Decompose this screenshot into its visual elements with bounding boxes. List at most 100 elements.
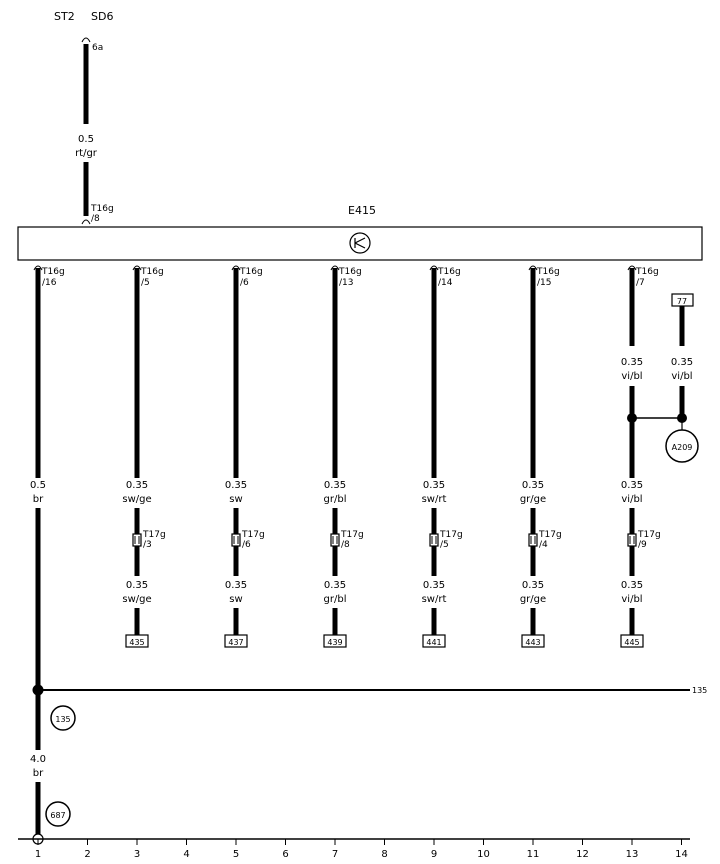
st-label: ST2 <box>54 10 75 23</box>
grid-number: 13 <box>626 849 639 860</box>
ref-box-label: 439 <box>327 638 342 647</box>
terminal-icon <box>627 265 637 271</box>
wire-columns: T16g/160.5brT16g/50.35sw/geT17g/30.35sw/… <box>30 265 661 750</box>
plug-pin-label: /4 <box>539 540 548 550</box>
component-id: E415 <box>348 204 376 217</box>
connector-label: T16g <box>536 267 560 277</box>
ref-box-label: 435 <box>129 638 144 647</box>
ground-line-ref: 135 <box>692 686 707 695</box>
ground-wire-size: 4.0 <box>30 754 46 765</box>
pin-label: /5 <box>141 278 150 288</box>
connector-label: T16g <box>338 267 362 277</box>
wire-size-label: 0.35 <box>225 480 247 491</box>
branch-ref-label: 77 <box>677 297 687 306</box>
sd-terminal-icon <box>81 37 91 43</box>
plug-connector-icon <box>231 533 241 547</box>
terminal-icon <box>528 265 538 271</box>
terminal-icon <box>231 265 241 271</box>
grid-number: 12 <box>576 849 589 860</box>
wire-size-label: 0.35 <box>126 480 148 491</box>
wire-size-label: 0.35 <box>324 480 346 491</box>
pin-label: /14 <box>438 278 453 288</box>
wire-color-label: vi/bl <box>621 594 642 605</box>
plug-connector-icon <box>330 533 340 547</box>
supply-wire-color: rt/gr <box>75 148 98 159</box>
plug-label: T17g <box>142 530 166 540</box>
e415-input-pin: /8 <box>91 214 100 224</box>
grid-number: 1 <box>35 849 41 860</box>
supply-wire-size: 0.5 <box>78 134 94 145</box>
sd-label: SD6 <box>91 10 113 23</box>
e415-input-terminal-icon <box>81 219 91 225</box>
plug-pin-label: /3 <box>143 540 152 550</box>
wire-size-label: 0.35 <box>621 580 643 591</box>
grid-number: 4 <box>183 849 189 860</box>
pin-label: /16 <box>42 278 57 288</box>
pin-label: /6 <box>240 278 249 288</box>
terminal-icon <box>33 265 43 271</box>
branch-size: 0.35 <box>671 357 693 368</box>
wire-column-13: T16g/70.35vi/bl0.35vi/blT17g/90.35vi/bl4… <box>620 265 661 648</box>
ref-box-label: 443 <box>525 638 540 647</box>
plug-connector-icon <box>429 533 439 547</box>
e415-box <box>17 226 703 261</box>
wire-color-label: sw/rt <box>422 494 447 505</box>
branch-node-left <box>627 413 637 423</box>
wire-size-label: 0.35 <box>423 480 445 491</box>
pin-label: /13 <box>339 278 353 288</box>
ground-wire-color: br <box>33 768 44 779</box>
pin-label: /7 <box>636 278 645 288</box>
wire-color-label: sw <box>229 594 242 605</box>
ref-box <box>620 634 644 648</box>
wire-color-label: br <box>33 494 44 505</box>
grid-number: 3 <box>134 849 140 860</box>
wire-color-label: sw/ge <box>122 594 151 605</box>
grid-number: 7 <box>332 849 338 860</box>
ref-box <box>521 634 545 648</box>
ref-box-label: 437 <box>228 638 243 647</box>
plug-label: T17g <box>538 530 562 540</box>
wire-color-label: gr/bl <box>324 494 347 505</box>
wire-size-label: 0.35 <box>126 580 148 591</box>
grid-number: 9 <box>431 849 437 860</box>
plug-pin-label: /9 <box>638 540 647 550</box>
plug-label: T17g <box>637 530 661 540</box>
plug-connector-icon <box>528 533 538 547</box>
wire-size-label: 0.35 <box>324 580 346 591</box>
node-687 <box>45 801 71 827</box>
node-135 <box>50 705 76 731</box>
wire-color-label: vi/bl <box>621 494 642 505</box>
plug-label: T17g <box>439 530 463 540</box>
plug-connector-icon <box>627 533 637 547</box>
connector-label: T16g <box>635 267 659 277</box>
wire-color-label: sw/rt <box>422 594 447 605</box>
grid-number: 6 <box>282 849 288 860</box>
ref-box <box>125 634 149 648</box>
grid-number: 14 <box>675 849 688 860</box>
plug-label: T17g <box>241 530 265 540</box>
grid-number: 2 <box>84 849 90 860</box>
ground-node-dot <box>32 684 44 696</box>
wire-color-label: gr/bl <box>324 594 347 605</box>
switch-icon <box>349 232 371 254</box>
wire-column-1: T16g/160.5br <box>30 265 65 750</box>
wire-size-label: 0.35 <box>522 580 544 591</box>
wire-size-label: 0.35 <box>225 580 247 591</box>
wire-color-label: gr/ge <box>520 494 546 505</box>
grid-number: 5 <box>233 849 239 860</box>
grid-number: 11 <box>527 849 540 860</box>
grid-number: 8 <box>381 849 387 860</box>
plug-pin-label: /6 <box>242 540 251 550</box>
sd-pin-label: 6a <box>92 43 103 53</box>
grid-number: 10 <box>477 849 490 860</box>
terminal-icon <box>429 265 439 271</box>
connector-label: T16g <box>437 267 461 277</box>
branch-color: vi/bl <box>671 371 692 382</box>
